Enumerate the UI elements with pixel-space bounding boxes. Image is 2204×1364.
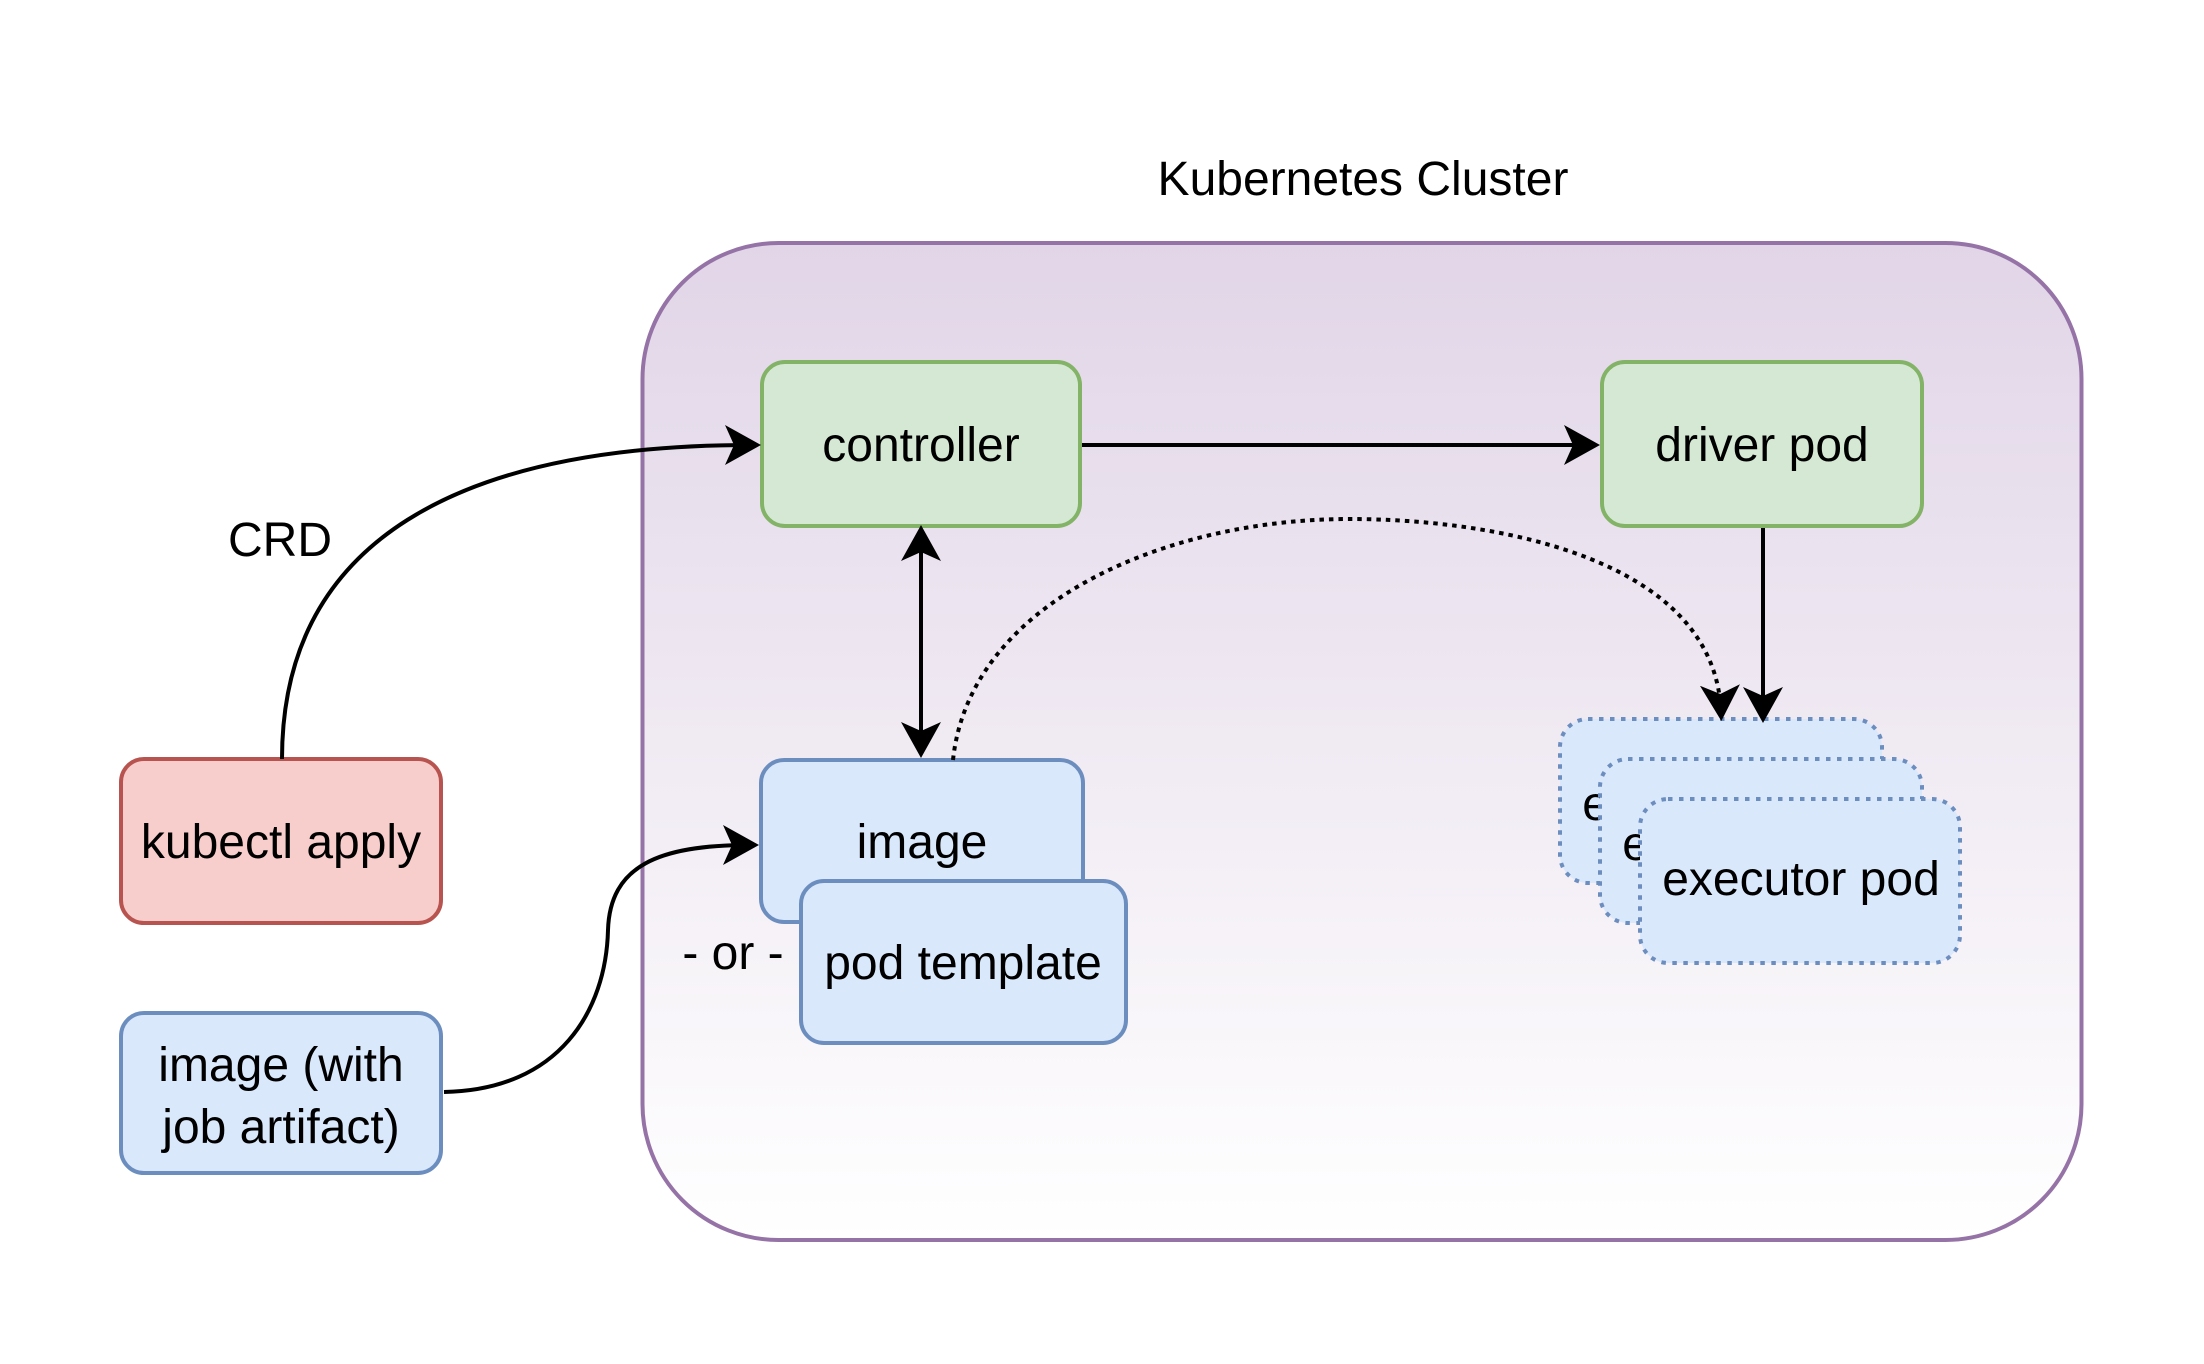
svg-text:CRD: CRD <box>228 514 332 567</box>
svg-text:image (with: image (with <box>158 1039 403 1092</box>
svg-text:kubectl apply: kubectl apply <box>141 816 421 869</box>
svg-text:job artifact): job artifact) <box>160 1101 399 1154</box>
svg-text:controller: controller <box>822 419 1019 472</box>
svg-text:Kubernetes Cluster: Kubernetes Cluster <box>1158 153 1569 206</box>
svg-text:- or -: - or - <box>682 927 783 980</box>
svg-text:driver pod: driver pod <box>1655 419 1868 472</box>
svg-text:pod template: pod template <box>824 937 1102 990</box>
svg-text:executor pod: executor pod <box>1662 853 1940 906</box>
svg-text:image: image <box>857 816 988 869</box>
